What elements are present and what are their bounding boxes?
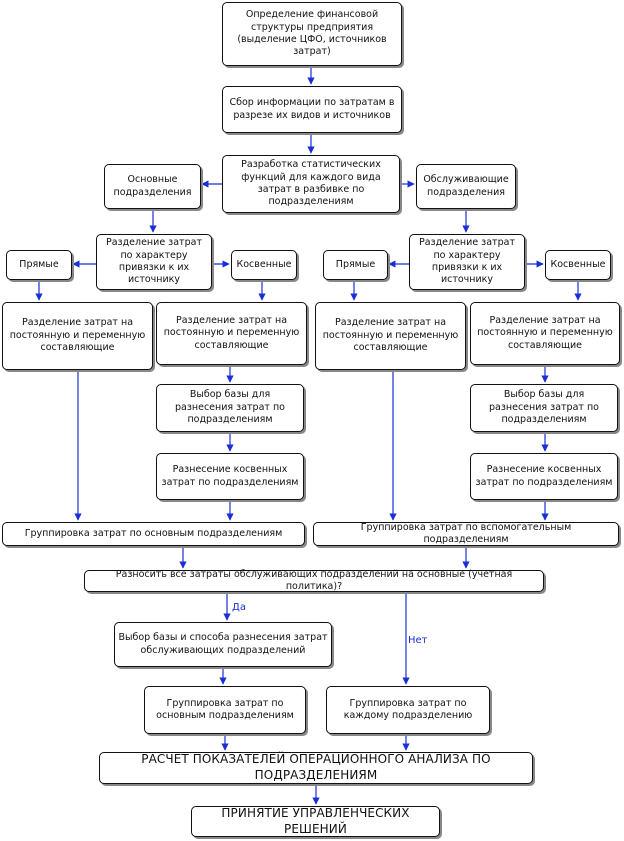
direct-left-box: Прямые [6,250,72,280]
group-each-division-text: Группировка затрат по каждому подразделе… [343,697,473,721]
fixed-variable-split-2-text: Разделение затрат на постоянную и переме… [163,314,300,351]
indirect-right-box: Косвенные [545,250,611,280]
operational-analysis-text: РАСЧЕТ ПОКАЗАТЕЛЕЙ ОПЕРАЦИОННОГО АНАЛИЗА… [141,752,491,782]
statistical-functions-box: Разработка статистических функций для ка… [222,155,400,213]
group-main-divisions-text: Группировка затрат по основным подраздел… [24,527,283,539]
split-by-source-right-text: Разделение затрат по характеру привязки … [419,237,515,286]
allocation-base-right-box: Выбор базы для разнесения затрат по подр… [470,384,618,432]
main-divisions-text: Основные подразделения [113,174,192,198]
fixed-variable-split-1-box: Разделение затрат на постоянную и переме… [2,302,153,370]
define-financial-structure-text: Определение финансовой структуры предпри… [237,9,387,58]
define-financial-structure-box: Определение финансовой структуры предпри… [222,2,402,66]
group-auxiliary-divisions-box: Группировка затрат по вспомогательным по… [313,522,619,546]
allocation-policy-question-box: Разносить все затраты обслуживающих подр… [84,568,544,592]
indirect-allocation-left-box: Разнесение косвенных затрат по подраздел… [156,453,304,500]
fixed-variable-split-2-box: Разделение затрат на постоянную и переме… [156,302,307,365]
service-divisions-box: Обслуживающие подразделения [416,164,516,209]
management-decisions-box: ПРИНЯТИЕ УПРАВЛЕНЧЕСКИХ РЕШЕНИЙ [191,806,440,837]
group-each-division-box: Группировка затрат по каждому подразделе… [326,686,490,734]
split-by-source-left-text: Разделение затрат по характеру привязки … [106,237,202,286]
group-auxiliary-divisions-text: Группировка затрат по вспомогательным по… [360,521,572,545]
collect-cost-info-text: Сбор информации по затратам в разрезе их… [229,97,395,121]
fixed-variable-split-1-text: Разделение затрат на постоянную и переме… [9,317,146,354]
indirect-right-text: Косвенные [550,258,606,270]
allocation-base-right-text: Выбор базы для разнесения затрат по подр… [489,389,599,426]
indirect-left-box: Косвенные [231,250,297,280]
direct-right-text: Прямые [335,258,376,270]
collect-cost-info-box: Сбор информации по затратам в разрезе их… [222,86,402,133]
indirect-allocation-right-text: Разнесение косвенных затрат по подраздел… [475,464,613,488]
allocation-method-box: Выбор базы и способа разнесения затрат о… [114,622,332,667]
fixed-variable-split-3-box: Разделение затрат на постоянную и переме… [315,302,466,370]
fixed-variable-split-3-text: Разделение затрат на постоянную и переме… [322,317,459,354]
direct-left-text: Прямые [19,258,59,270]
split-by-source-right-box: Разделение затрат по характеру привязки … [409,234,525,290]
allocation-base-left-text: Выбор базы для разнесения затрат по подр… [175,389,285,426]
indirect-allocation-right-box: Разнесение косвенных затрат по подраздел… [470,453,618,500]
main-divisions-box: Основные подразделения [104,164,201,209]
indirect-left-text: Косвенные [236,258,292,270]
service-divisions-text: Обслуживающие подразделения [423,174,509,198]
indirect-allocation-left-text: Разнесение косвенных затрат по подраздел… [161,464,299,488]
allocation-base-left-box: Выбор базы для разнесения затрат по подр… [156,384,304,432]
statistical-functions-text: Разработка статистических функций для ка… [241,159,381,208]
allocation-method-text: Выбор базы и способа разнесения затрат о… [118,632,328,656]
fixed-variable-split-4-box: Разделение затрат на постоянную и переме… [470,302,620,365]
fixed-variable-split-4-text: Разделение затрат на постоянную и переме… [477,314,613,351]
allocation-policy-question-text: Разносить все затраты обслуживающих подр… [115,568,513,592]
regroup-main-divisions-text: Группировка затрат по основным подраздел… [156,697,294,721]
yes-label: Да [232,602,246,613]
management-decisions-text: ПРИНЯТИЕ УПРАВЛЕНЧЕСКИХ РЕШЕНИЙ [221,805,410,836]
regroup-main-divisions-box: Группировка затрат по основным подраздел… [144,686,306,734]
split-by-source-left-box: Разделение затрат по характеру привязки … [96,234,212,290]
operational-analysis-box: РАСЧЕТ ПОКАЗАТЕЛЕЙ ОПЕРАЦИОННОГО АНАЛИЗА… [99,752,533,784]
direct-right-box: Прямые [323,250,388,280]
group-main-divisions-box: Группировка затрат по основным подраздел… [2,522,305,546]
no-label: Нет [408,635,428,646]
